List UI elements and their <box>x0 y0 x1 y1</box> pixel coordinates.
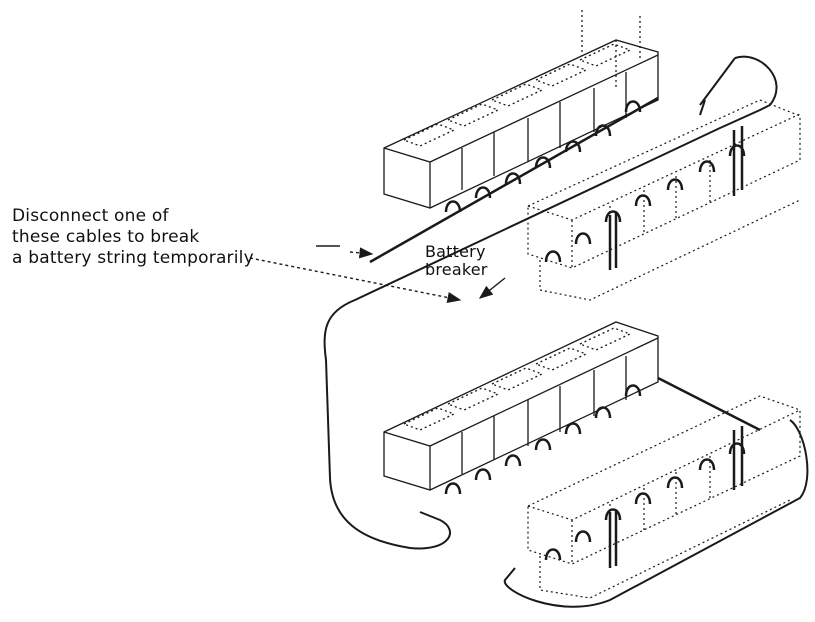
callout-line-3: a battery string temporarily <box>12 248 254 268</box>
upper-rail <box>323 55 778 550</box>
string-cable-upper <box>369 96 659 264</box>
cable-loops-lower-left <box>444 384 642 495</box>
leader-to-breaker <box>478 277 506 299</box>
breaker-line-1: Battery <box>425 242 486 261</box>
callout-line-1: Disconnect one of <box>12 206 169 226</box>
cable-loops-lower-right <box>544 426 746 568</box>
battery-breaker-callout: Battery breaker <box>425 243 488 279</box>
upper-loop <box>699 57 736 116</box>
battery-block-lower-left <box>383 321 659 491</box>
shelf-rails <box>323 55 809 608</box>
breaker-line-2: breaker <box>425 260 488 279</box>
cable-loops-upper-right <box>544 126 746 270</box>
cable-loops-upper-left <box>444 100 642 213</box>
battery-block-upper-left <box>383 10 659 209</box>
callout-leaders <box>249 245 506 304</box>
callout-line-2: these cables to break <box>12 227 200 247</box>
lower-rail <box>503 419 809 608</box>
disconnect-cables-callout: Disconnect one of these cables to break … <box>12 206 254 269</box>
leader-to-upper-cable-dashed <box>349 247 374 259</box>
string-cable-lower <box>657 376 761 432</box>
